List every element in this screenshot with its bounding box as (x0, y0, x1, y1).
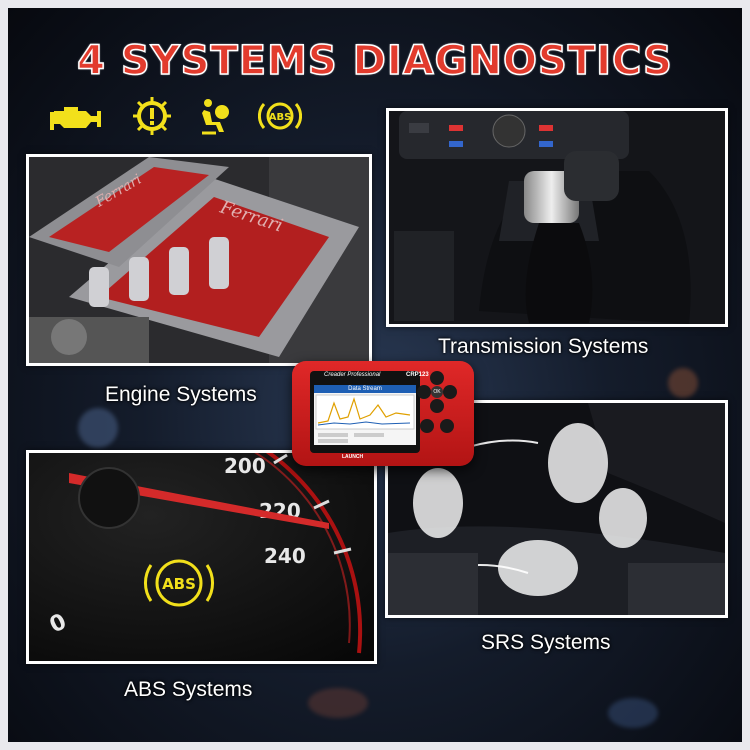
device-up-button[interactable] (430, 371, 444, 385)
device-screen: Data Stream (314, 385, 416, 445)
abs-panel: 200 220 240 0 ABS (26, 450, 377, 664)
device-left-button[interactable] (417, 385, 431, 399)
device-maker: LAUNCH (342, 454, 364, 460)
bokeh-light (78, 408, 118, 448)
device-down-button[interactable] (430, 399, 444, 413)
bokeh-light (308, 688, 368, 718)
device-model: CRP123 (406, 372, 429, 378)
engine-panel: Ferrari Ferrari (26, 154, 372, 366)
abs-gauge-image: 200 220 240 0 ABS (29, 453, 374, 661)
abs-icon: ABS (258, 102, 302, 130)
device-ok-button[interactable]: OK (431, 386, 443, 398)
diagnostic-scanner-device: Creader Professional CRP123 Data Stream … (292, 361, 474, 466)
device-screen-graph (315, 394, 415, 443)
warning-icons-row: ABS (48, 96, 302, 136)
transmission-panel (386, 108, 728, 327)
background: 4 SYSTEMS DIAGNOSTICS ABS (8, 8, 742, 742)
abs-light-text: ABS (162, 575, 196, 593)
gauge-tick-240: 240 (264, 544, 306, 568)
tpms-warning-icon (133, 97, 171, 135)
device-right-button[interactable] (443, 385, 457, 399)
device-help-button[interactable] (420, 419, 434, 433)
device-esc-button[interactable] (440, 419, 454, 433)
abs-label: ABS Systems (124, 678, 253, 701)
abs-icon-text: ABS (269, 112, 292, 123)
engine-warning-icon (50, 107, 101, 130)
device-screen-title: Data Stream (314, 385, 416, 393)
transmission-image (389, 111, 725, 324)
bokeh-light (608, 698, 658, 728)
engine-image: Ferrari Ferrari (29, 157, 369, 363)
engine-label: Engine Systems (105, 383, 257, 406)
device-brand: Creader Professional (324, 372, 381, 378)
transmission-label: Transmission Systems (438, 335, 649, 358)
gauge-tick-200: 200 (224, 454, 266, 478)
airbag-icon (202, 99, 229, 135)
bokeh-light (668, 368, 698, 398)
srs-label: SRS Systems (481, 631, 611, 654)
page-title: 4 SYSTEMS DIAGNOSTICS (76, 37, 673, 85)
